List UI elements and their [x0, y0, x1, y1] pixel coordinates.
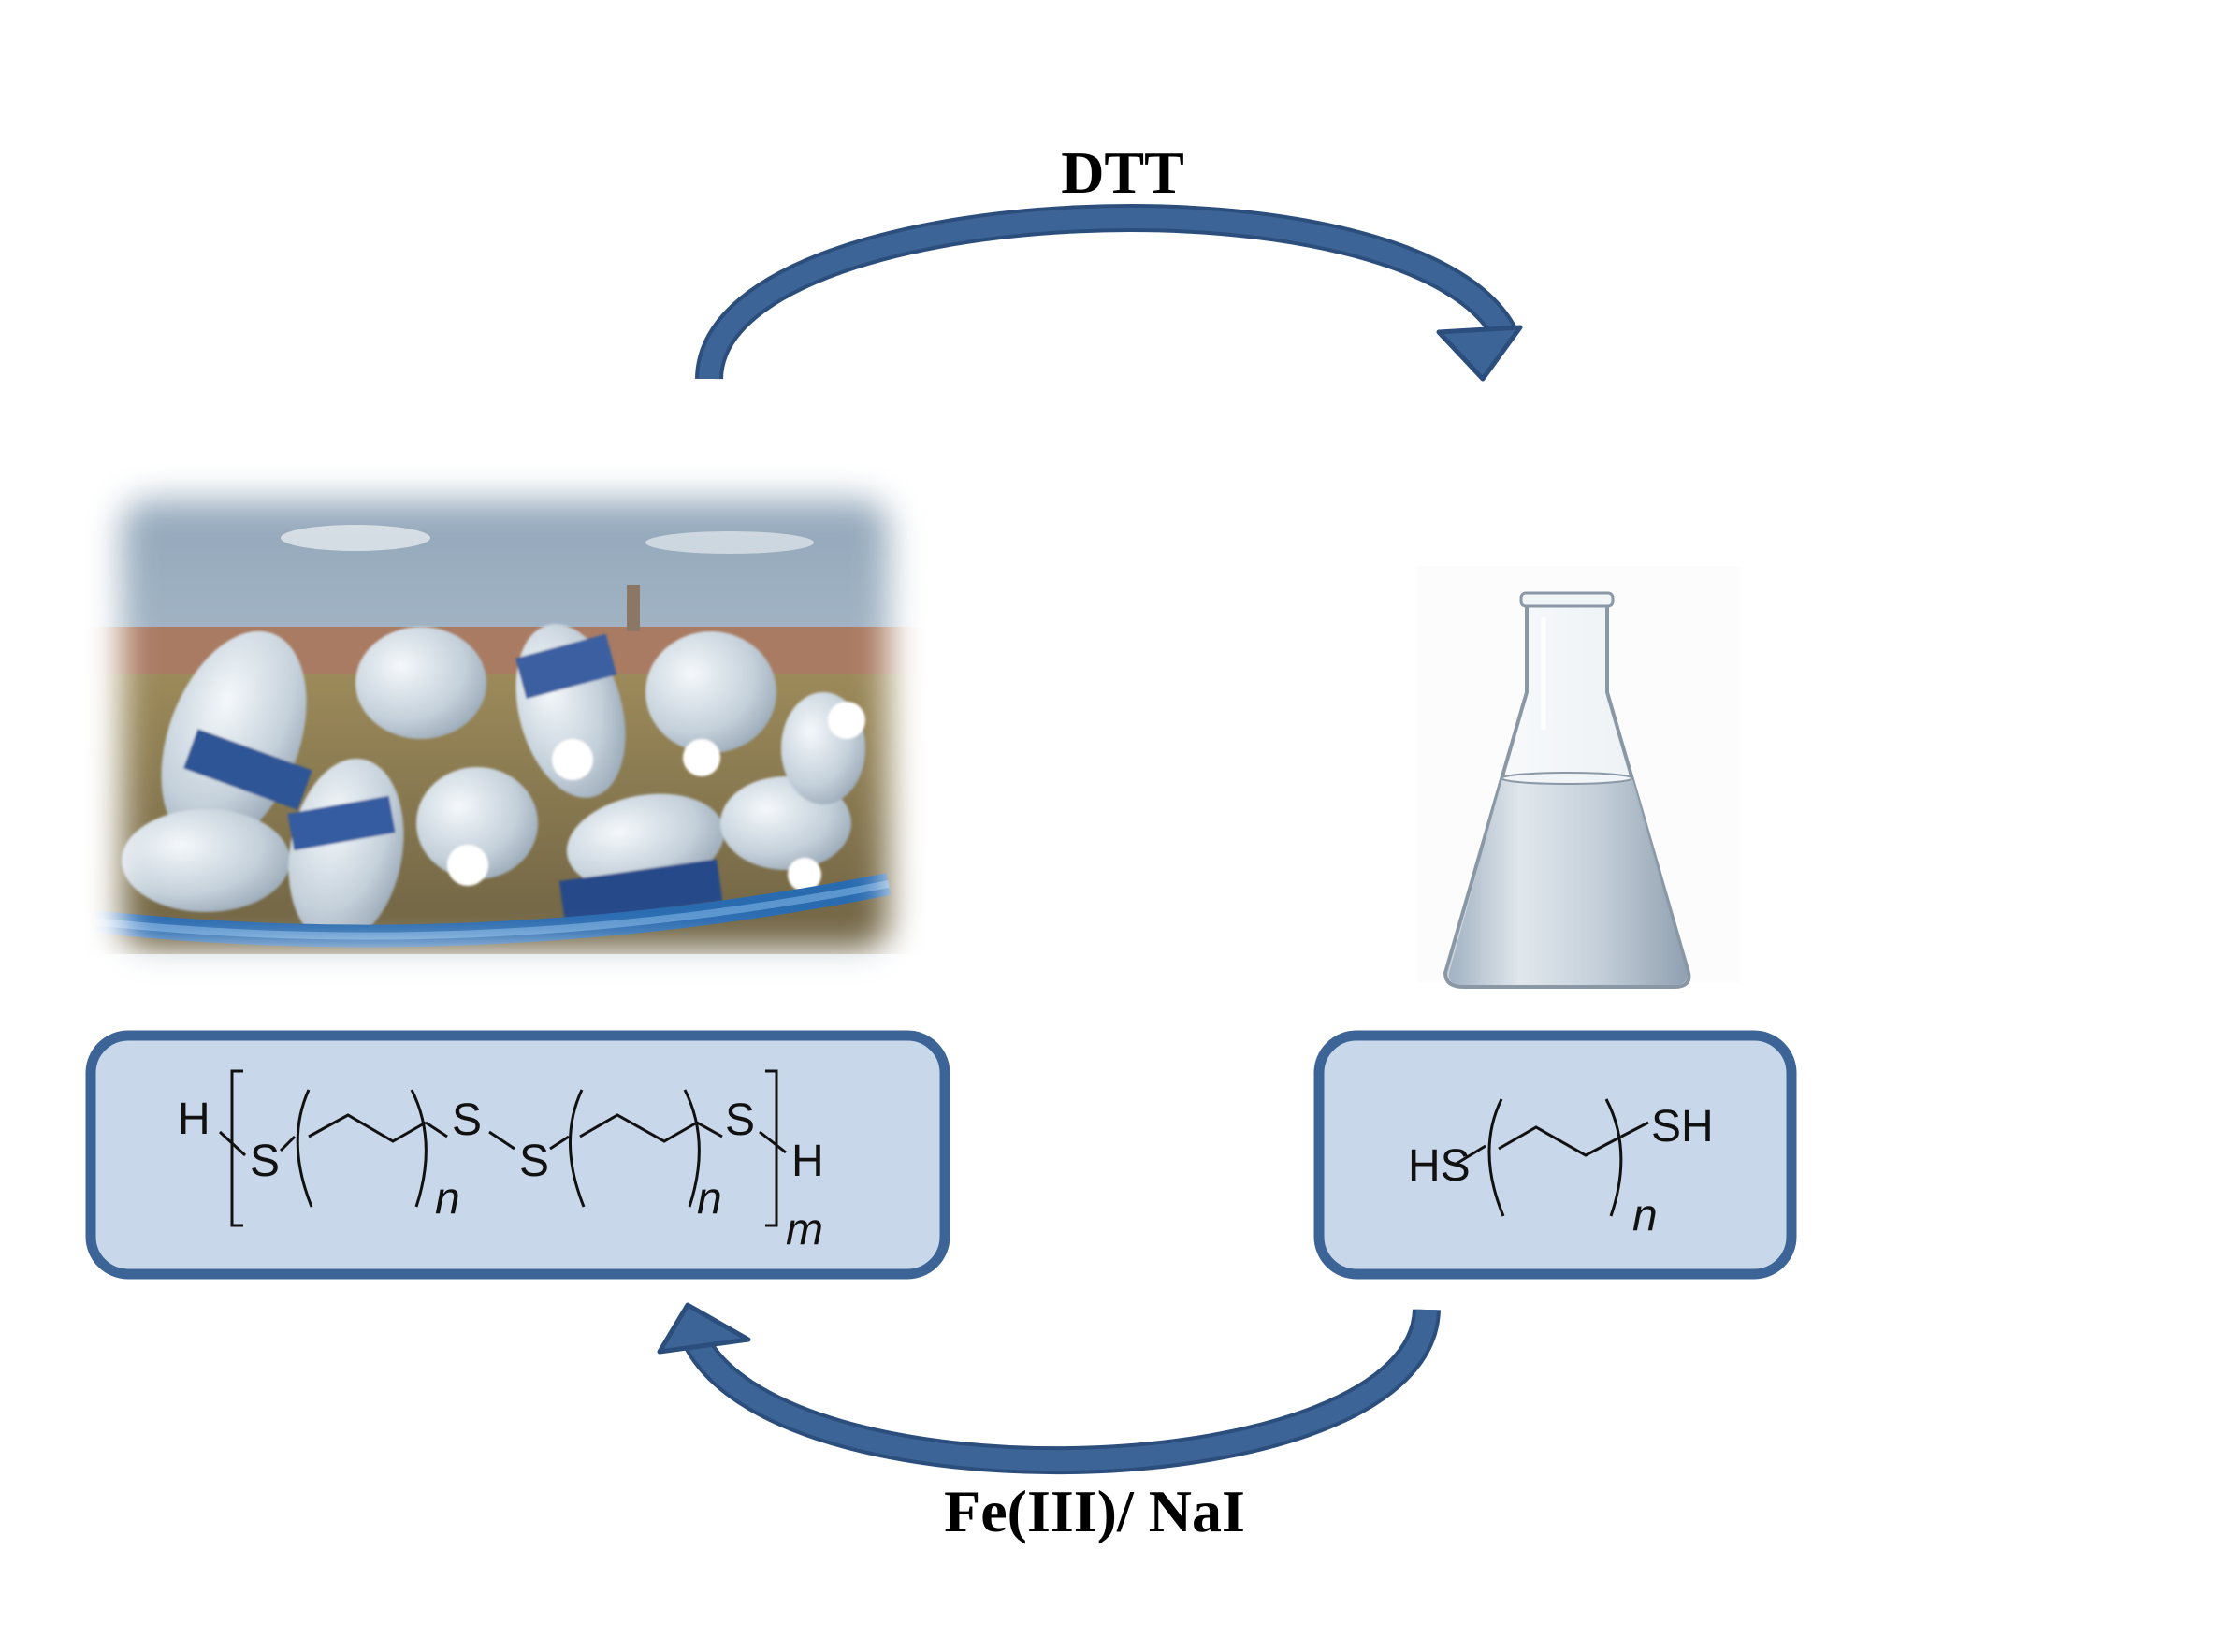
polymer-sulfur-3: S: [519, 1137, 549, 1186]
polymer-repeat-m: m: [786, 1205, 823, 1254]
polymer-sulfur-4: S: [725, 1095, 755, 1145]
polymer-structure-box: H S n S S n S H m: [85, 1030, 950, 1280]
plastic-bottles-photo: [84, 468, 926, 992]
polymer-end-h-right: H: [791, 1137, 824, 1186]
monomer-structure-bonds: [1454, 1098, 1649, 1217]
polymer-sulfur-2: S: [452, 1095, 482, 1145]
top-curved-arrow: [695, 204, 1523, 382]
bottom-curved-arrow: [657, 1302, 1441, 1475]
monomer-hs-group: HS: [1408, 1141, 1471, 1191]
monomer-sh-group: SH: [1651, 1102, 1714, 1152]
reagent-top-label: DTT: [1061, 139, 1184, 206]
reagent-bottom-label: Fe(III)/ NaI: [944, 1478, 1245, 1544]
polymer-repeat-n-2: n: [697, 1174, 722, 1224]
monomer-structure-box: HS n SH: [1313, 1030, 1797, 1280]
polymer-repeat-n-1: n: [435, 1174, 460, 1224]
polymer-structure-bonds: [218, 1069, 787, 1227]
polymer-sulfur-1: S: [250, 1137, 280, 1186]
monomer-repeat-n: n: [1632, 1191, 1658, 1240]
polymer-end-h-left: H: [178, 1094, 210, 1144]
erlenmeyer-flask-icon: [1417, 566, 1740, 989]
